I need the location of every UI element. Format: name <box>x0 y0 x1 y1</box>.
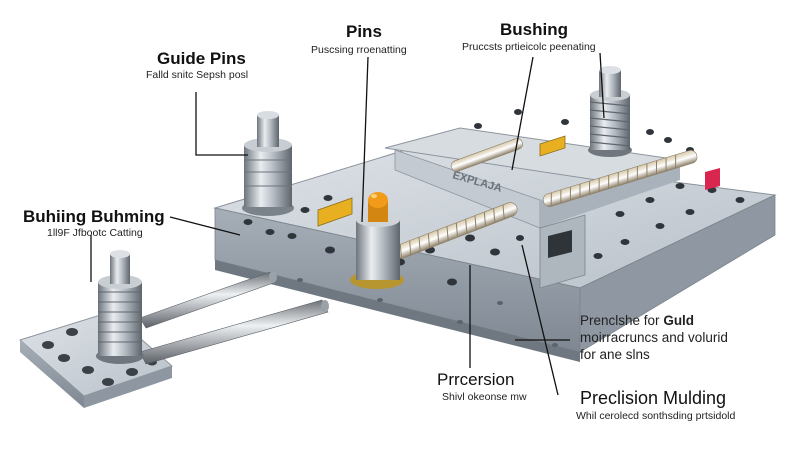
label-buhiing-title: Buhiing Buhming <box>23 207 165 226</box>
leader-guide-pins <box>195 92 248 156</box>
guide-pin-icon <box>242 111 294 216</box>
label-bushing-title: Bushing <box>500 20 568 39</box>
label-prencishe-line3: for ane slns <box>580 347 650 362</box>
label-bushing-sub: Pruccsts prtieicolc peenating <box>462 41 596 53</box>
leader-lines <box>90 52 605 396</box>
guide-pin-left-icon <box>96 250 144 364</box>
label-prencishe-line1-bold: Guld <box>663 313 695 328</box>
label-precision-mulding-title: Preclision Mulding <box>580 388 727 408</box>
leader-bushing <box>511 56 534 171</box>
label-prencishe-line2b: and volurid <box>661 330 728 345</box>
label-buhiing-sub: 1ll9F Jfbootc Catting <box>47 227 143 239</box>
label-precision-mulding-sub: Whil cerolecd sonthsding prtsidold <box>576 410 736 422</box>
leader-precision-mulding <box>521 244 559 396</box>
label-prrcersion-sub: Shivl okeonse mw <box>442 391 527 403</box>
label-prrcersion-title: Prrcersion <box>437 370 515 389</box>
bushing-icon <box>350 192 404 289</box>
leader-pins <box>361 56 369 223</box>
leader-buhiing <box>169 216 241 236</box>
label-prencishe-line2: moirracruncs <box>580 330 659 345</box>
label-guide-pins-title: Guide Pins <box>157 49 246 68</box>
threaded-bushing-icon <box>588 66 632 157</box>
spring-icon <box>394 138 698 259</box>
rod-icon <box>139 271 329 365</box>
label-pins-title: Pins <box>346 22 382 41</box>
label-guide-pins-sub: Falld snitc Sepsh posl <box>146 69 249 81</box>
label-pins-sub: Puscsing rroenatting <box>311 44 407 56</box>
label-prencishe: Prenclshe for Guld moirracruncs and volu… <box>580 312 728 363</box>
label-prencishe-line1: Prenclshe for <box>580 313 660 328</box>
leader-bushing-right <box>599 52 605 119</box>
